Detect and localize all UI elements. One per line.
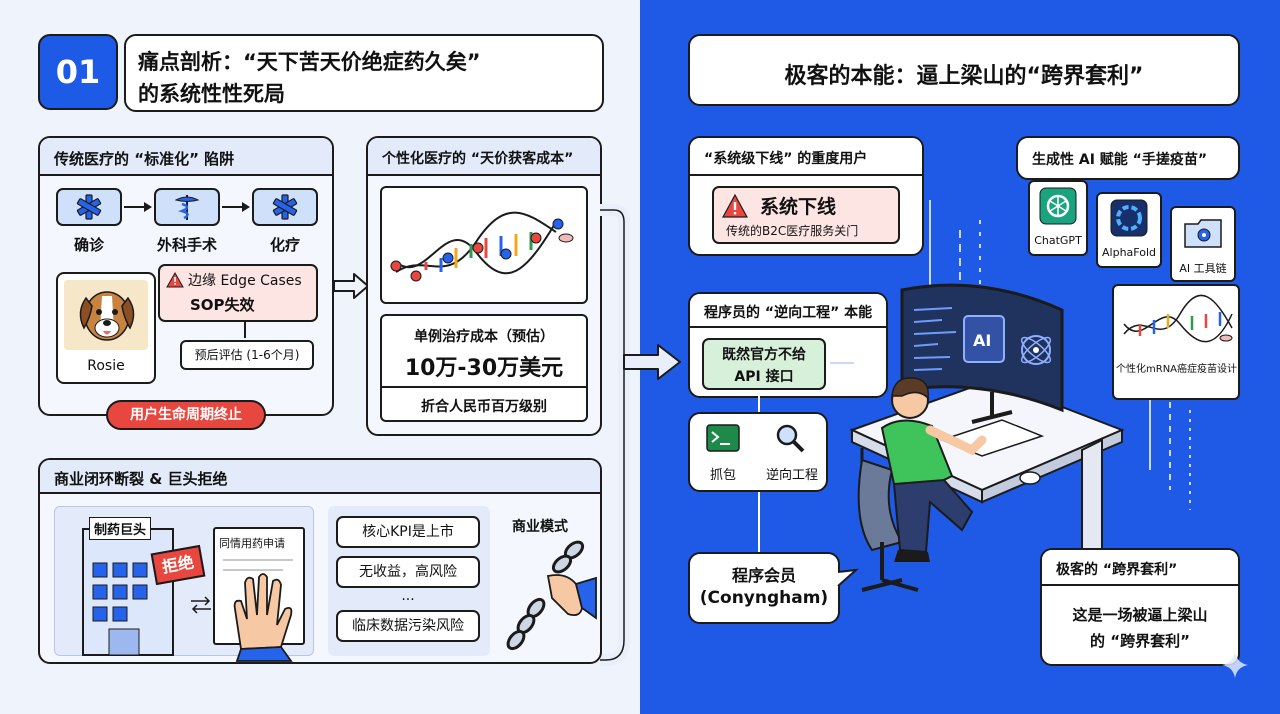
prognosis-box: 预后评估 (1-6个月)	[180, 340, 314, 370]
system-offline-title: 系统下线	[760, 196, 837, 218]
cost-rmb: 折合人民币百万级别	[421, 399, 547, 415]
api-bubble-line1: 既然官方不给	[722, 347, 806, 363]
dog-icon	[79, 291, 135, 341]
medical-star-icon	[272, 194, 298, 220]
reverse-panel-title: 程序员的 “逆向工程” 本能	[690, 294, 886, 328]
cost-label: 单例治疗成本（预估）	[414, 329, 554, 345]
system-offline-alert: 系统下线 传统的B2C医疗服务关门	[712, 186, 900, 244]
diagnosis-tile	[56, 188, 122, 226]
chatgpt-logo-icon	[1039, 187, 1077, 225]
arbitrage-panel-title: 极客的 “跨界套利”	[1042, 550, 1238, 586]
reverse-engineering-panel: 程序员的 “逆向工程” 本能 既然官方不给 API 接口	[688, 292, 888, 398]
member-line1: 程序会员	[731, 566, 796, 585]
dna-chart-card	[380, 186, 588, 304]
caduceus-icon	[174, 195, 200, 220]
cost-summary-card: 单例治疗成本（预估） 10万-30万美元 折合人民币百万级别	[380, 314, 588, 422]
business-panel: 商业闭环断裂 & 巨头拒绝 制药巨头 拒绝 同情用药申请 核心KPI是	[38, 458, 602, 664]
edge-case-warning: 边缘 Edge Cases SOP失效	[158, 264, 318, 322]
right-title-box: 极客的本能：逼上梁山的“跨界套利”	[688, 34, 1240, 106]
ai-toolchain-label: AI 工具链	[1179, 262, 1227, 275]
pharma-scene-card: 制药巨头 拒绝 同情用药申请	[54, 506, 314, 662]
tools-down-line	[758, 492, 760, 552]
right-title: 极客的本能：逼上梁山的“跨界套利”	[784, 64, 1144, 89]
dog-card: Rosie	[56, 272, 156, 384]
tools-panel: 抓包 逆向工程	[688, 412, 828, 492]
arbitrage-line1: 这是一场被逼上梁山	[1072, 606, 1208, 624]
step-label-diagnosis: 确诊	[73, 236, 104, 254]
mrna-helix-icon	[1123, 294, 1233, 343]
dog-name: Rosie	[87, 358, 125, 374]
bullet-clinical-risk: 临床数据污染风险	[336, 610, 480, 642]
cost-panel-title: 个性化医疗的 “天价获客成本”	[368, 138, 600, 176]
panel-arrow-icon	[333, 273, 369, 299]
bullet-ellipsis: ...	[401, 588, 415, 604]
flow-arrow-1	[124, 206, 148, 208]
business-panel-title: 商业闭环断裂 & 巨头拒绝	[40, 460, 600, 494]
swap-arrows-icon	[191, 596, 211, 614]
chatgpt-card: ChatGPT	[1028, 180, 1088, 256]
ai-panel-title: 生成性 AI 赋能 “手搓疫苗”	[1032, 152, 1208, 168]
sparkle-icon	[1222, 652, 1248, 678]
hand-stop-icon	[233, 573, 293, 662]
arbitrage-panel: 极客的 “跨界套利” 这是一场被逼上梁山 的 “跨界套利”	[1040, 548, 1240, 666]
member-line2: (Conyngham)	[699, 588, 829, 608]
bullet-kpi: 核心KPI是上市	[336, 516, 480, 548]
reverse-label: 逆向工程	[765, 468, 818, 483]
alphafold-logo-icon	[1110, 199, 1148, 237]
surgery-tile	[154, 188, 220, 226]
traditional-panel-title: 传统医疗的 “标准化” 陷阱	[40, 138, 332, 176]
capture-label: 抓包	[709, 468, 736, 483]
chemo-tile	[252, 188, 318, 226]
business-model-label: 商业模式	[512, 519, 568, 535]
traditional-medicine-panel: 传统医疗的 “标准化” 陷阱 确诊 外科手术 化疗	[38, 136, 334, 416]
dna-helix-icon	[390, 211, 574, 282]
cost-amount: 10万-30万美元	[404, 356, 564, 381]
mrna-card: 个性化mRNA癌症疫苗设计	[1112, 284, 1240, 400]
warning-icon	[721, 193, 749, 218]
api-bubble: 既然官方不给 API 接口	[702, 338, 826, 390]
ai-tools-panel: 生成性 AI 赋能 “手搓疫苗”	[1016, 136, 1240, 180]
lifecycle-end-badge: 用户生命周期终止	[106, 400, 266, 430]
mrna-label: 个性化mRNA癌症疫苗设计	[1116, 364, 1238, 375]
alphafold-label: AlphaFold	[1102, 246, 1156, 259]
ai-toolchain-card: AI 工具链	[1170, 206, 1236, 282]
offline-panel-title: “系统级下线” 的重度用户	[690, 138, 922, 176]
page-title-box: 痛点剖析：“天下苦天价绝症药久矣” 的系统性性死局	[124, 34, 604, 112]
terminal-icon	[706, 424, 740, 452]
alphafold-card: AlphaFold	[1096, 192, 1162, 268]
application-paper-title: 同情用药申请	[219, 537, 285, 550]
member-bubble: 程序会员 (Conyngham)	[688, 552, 840, 624]
section-number-badge: 01	[38, 34, 118, 110]
reverse-down-line	[758, 396, 760, 412]
programmer-desk-scene: AI	[849, 283, 1125, 592]
chatgpt-label: ChatGPT	[1034, 234, 1082, 247]
cost-panel: 个性化医疗的 “天价获客成本” 单例治疗成本（预估）	[366, 136, 602, 436]
arbitrage-line2: 的 “跨界套利”	[1090, 632, 1190, 650]
step-label-chemo: 化疗	[269, 236, 300, 254]
arrow-head-icon	[242, 202, 250, 212]
bullet-no-revenue: 无收益，高风险	[336, 556, 480, 588]
pharma-sign: 制药巨头	[89, 517, 152, 540]
folder-gear-icon	[1184, 219, 1222, 248]
medical-star-icon	[76, 194, 102, 220]
screen-ai-text: AI	[973, 331, 991, 350]
offline-panel: “系统级下线” 的重度用户 系统下线 传统的B2C医疗服务关门	[688, 136, 924, 256]
api-bubble-line2: API 接口	[734, 369, 794, 385]
page-title-line1: 痛点剖析：“天下苦天价绝症药久矣”	[138, 50, 481, 74]
step-label-surgery: 外科手术	[156, 236, 217, 254]
edge-case-line2: SOP失效	[190, 296, 255, 314]
arrow-head-icon	[144, 202, 152, 212]
edge-case-line1: 边缘 Edge Cases	[188, 273, 302, 289]
system-offline-sub: 传统的B2C医疗服务关门	[726, 224, 859, 238]
page-title-line2: 的系统性性死局	[138, 82, 285, 106]
magnifier-icon	[776, 424, 805, 453]
broken-chain-icon	[506, 540, 597, 651]
edge-down-line	[244, 322, 246, 338]
flow-arrow-2	[222, 206, 246, 208]
warning-icon	[166, 271, 184, 288]
connector-line	[600, 204, 630, 666]
bubble-tail-icon	[837, 568, 860, 587]
big-arrow-icon	[623, 344, 681, 380]
